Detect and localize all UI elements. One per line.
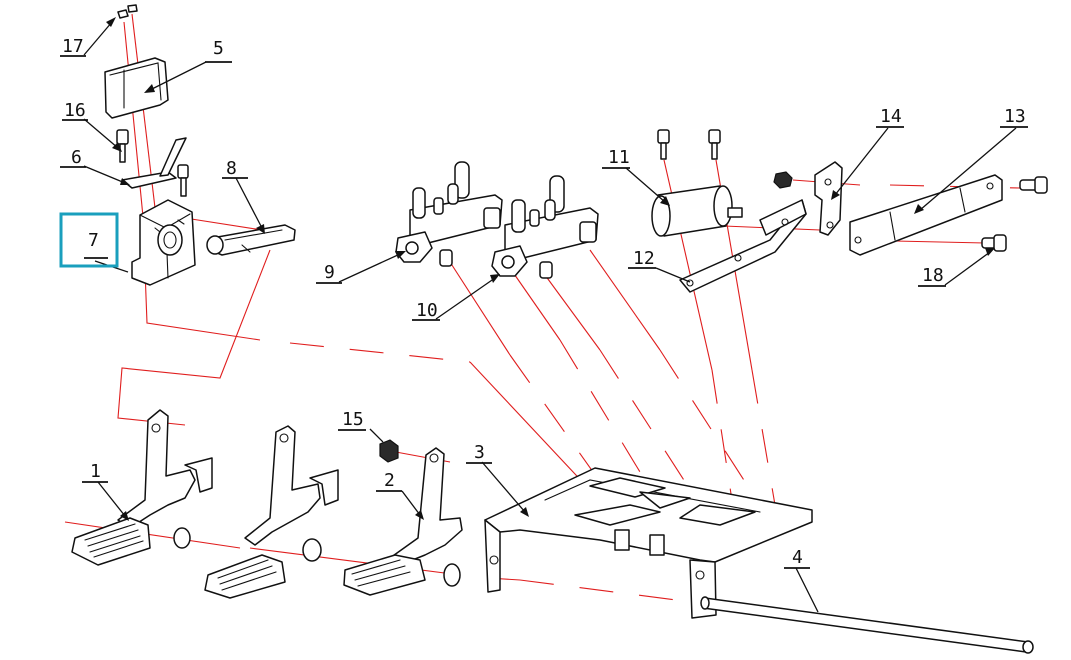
callout-18: 18 xyxy=(918,265,946,287)
part-7-bracket xyxy=(131,199,196,286)
callout-9: 9 xyxy=(316,262,342,284)
part-10-valve xyxy=(491,175,599,279)
pedal-middle xyxy=(204,425,339,599)
callout-12-label: 12 xyxy=(633,248,655,269)
callout-7: 7 xyxy=(59,212,119,268)
part-12-mount-plate xyxy=(679,199,807,293)
callout-10-label: 10 xyxy=(416,300,438,321)
callout-8-label: 8 xyxy=(226,158,237,179)
callout-4-label: 4 xyxy=(792,547,803,568)
part-2-pedal xyxy=(343,447,463,596)
callout-16-label: 16 xyxy=(64,100,86,121)
callout-1-label: 1 xyxy=(90,461,101,482)
callout-3: 3 xyxy=(466,442,492,464)
leader-lines xyxy=(83,17,1017,613)
callout-9-label: 9 xyxy=(324,262,335,283)
part-13-link-bar xyxy=(849,174,1003,256)
part-17-screws xyxy=(117,4,138,19)
callout-11-label: 11 xyxy=(608,147,630,168)
callout-18-label: 18 xyxy=(922,265,944,286)
callout-11: 11 xyxy=(602,147,630,169)
callout-14-label: 14 xyxy=(880,106,902,127)
part-9-valve xyxy=(395,161,503,267)
callout-5-label: 5 xyxy=(213,38,224,59)
callout-15: 15 xyxy=(338,409,366,431)
part-5-cover xyxy=(104,57,169,119)
callout-3-label: 3 xyxy=(474,442,485,463)
part-4-shaft xyxy=(700,596,1034,654)
part-6-clip xyxy=(121,137,187,189)
callout-2: 2 xyxy=(376,470,402,492)
callout-13-label: 13 xyxy=(1004,106,1026,127)
callout-17: 17 xyxy=(60,36,86,57)
callout-16: 16 xyxy=(62,100,88,121)
callout-13: 13 xyxy=(1000,106,1028,128)
callout-17-label: 17 xyxy=(62,36,84,57)
part-15-nut xyxy=(379,439,399,463)
callout-4: 4 xyxy=(784,547,810,569)
callout-6-label: 6 xyxy=(71,147,82,168)
part-3-base-frame xyxy=(484,467,813,619)
callout-5: 5 xyxy=(205,38,232,63)
part-18-screws xyxy=(981,176,1048,252)
callout-1: 1 xyxy=(82,461,108,483)
callout-14: 14 xyxy=(876,106,904,128)
callout-15-label: 15 xyxy=(342,409,364,430)
callout-12: 12 xyxy=(628,248,656,269)
part-16-screw xyxy=(116,129,189,197)
part-11-cylinder xyxy=(651,129,743,237)
part-1-pedal xyxy=(71,409,213,566)
part-14-bracket-arm xyxy=(773,161,843,236)
part-8-lever xyxy=(206,224,296,256)
callout-7-label: 7 xyxy=(88,230,99,251)
callout-7-highlight-box xyxy=(59,212,119,268)
callout-6: 6 xyxy=(60,147,86,168)
callout-10: 10 xyxy=(412,300,440,321)
callout-8: 8 xyxy=(222,158,248,179)
callout-2-label: 2 xyxy=(384,470,395,491)
